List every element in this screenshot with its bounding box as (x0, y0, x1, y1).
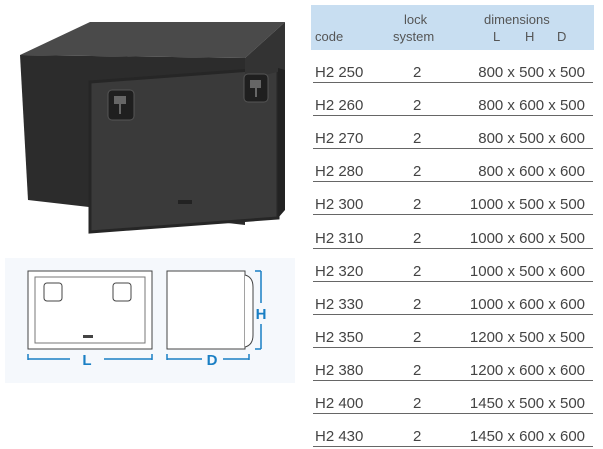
header-H: H (525, 29, 535, 44)
lock-count: 2 (413, 262, 422, 280)
lock-count: 2 (413, 229, 422, 247)
lock-count: 2 (413, 130, 422, 148)
lock-count: 2 (413, 328, 422, 346)
header-D: D (557, 29, 567, 44)
product-code: H2 320 (315, 262, 364, 280)
table-row: H2 310 2 1000 x 600 x 500 (313, 228, 593, 249)
table-row: H2 400 2 1450 x 500 x 500 (313, 393, 593, 414)
lock-count: 2 (413, 295, 422, 313)
dimensions: 1000 x 500 x 600 (469, 262, 585, 280)
table-row: H2 280 2 800 x 600 x 600 (313, 161, 593, 183)
dimensions: 1450 x 500 x 500 (469, 395, 585, 412)
product-code: H2 350 (315, 328, 364, 346)
lock-count: 2 (413, 163, 422, 181)
dimensions: 1200 x 600 x 600 (469, 361, 585, 379)
table-row: H2 380 2 1200 x 600 x 600 (313, 360, 593, 381)
lock-count: 2 (413, 395, 422, 412)
dimensions: 1200 x 500 x 500 (469, 328, 585, 346)
dimension-diagram: L D H (5, 258, 295, 383)
product-code: H2 250 (315, 64, 364, 81)
lock-count: 2 (413, 361, 422, 379)
table-row: H2 320 2 1000 x 500 x 600 (313, 261, 593, 282)
dimensions: 1000 x 600 x 500 (469, 229, 585, 247)
table-row: H2 300 2 1000 x 500 x 500 (313, 194, 593, 216)
depth-label: D (207, 352, 218, 369)
lock-count: 2 (413, 196, 422, 214)
lock-handle-icon (243, 73, 269, 103)
product-code: H2 280 (315, 163, 364, 181)
dimensions: 1000 x 500 x 500 (469, 196, 585, 214)
dimensions: 800 x 500 x 600 (478, 130, 585, 148)
product-code: H2 430 (315, 428, 364, 446)
product-code: H2 270 (315, 130, 364, 148)
header-L: L (493, 29, 501, 44)
header-dimensions: dimensions (484, 12, 550, 27)
table-row: H2 350 2 1200 x 500 x 500 (313, 327, 593, 348)
product-code: H2 380 (315, 361, 364, 379)
lock-count: 2 (413, 97, 422, 115)
product-code: H2 310 (315, 229, 364, 247)
table-row: H2 430 2 1450 x 600 x 600 (313, 426, 593, 448)
table-row: H2 260 2 800 x 600 x 500 (313, 95, 593, 117)
product-code: H2 400 (315, 395, 364, 412)
dimensions: 1000 x 600 x 600 (469, 295, 585, 313)
dimensions: 800 x 600 x 500 (478, 97, 585, 115)
lock-count: 2 (413, 428, 422, 446)
lock-handle-icon (107, 89, 135, 121)
dimensions: 800 x 600 x 600 (478, 163, 585, 181)
table-row: H2 270 2 800 x 500 x 600 (313, 128, 593, 150)
dimensions: 1450 x 600 x 600 (469, 428, 585, 446)
header-code: code (315, 29, 344, 44)
table-row: H2 250 2 800 x 500 x 500 (313, 62, 593, 83)
length-label: L (82, 352, 91, 369)
toolbox-photo (0, 0, 300, 250)
product-code: H2 330 (315, 295, 364, 313)
header-lock: lock (404, 12, 428, 27)
height-label: H (256, 306, 267, 323)
lock-count: 2 (413, 64, 422, 81)
table-header: code lock system dimensions L H D (311, 5, 594, 50)
product-code: H2 260 (315, 97, 364, 115)
dimensions: 800 x 500 x 500 (478, 64, 585, 81)
table-row: H2 330 2 1000 x 600 x 600 (313, 294, 593, 315)
product-code: H2 300 (315, 196, 364, 214)
header-system: system (393, 29, 435, 44)
